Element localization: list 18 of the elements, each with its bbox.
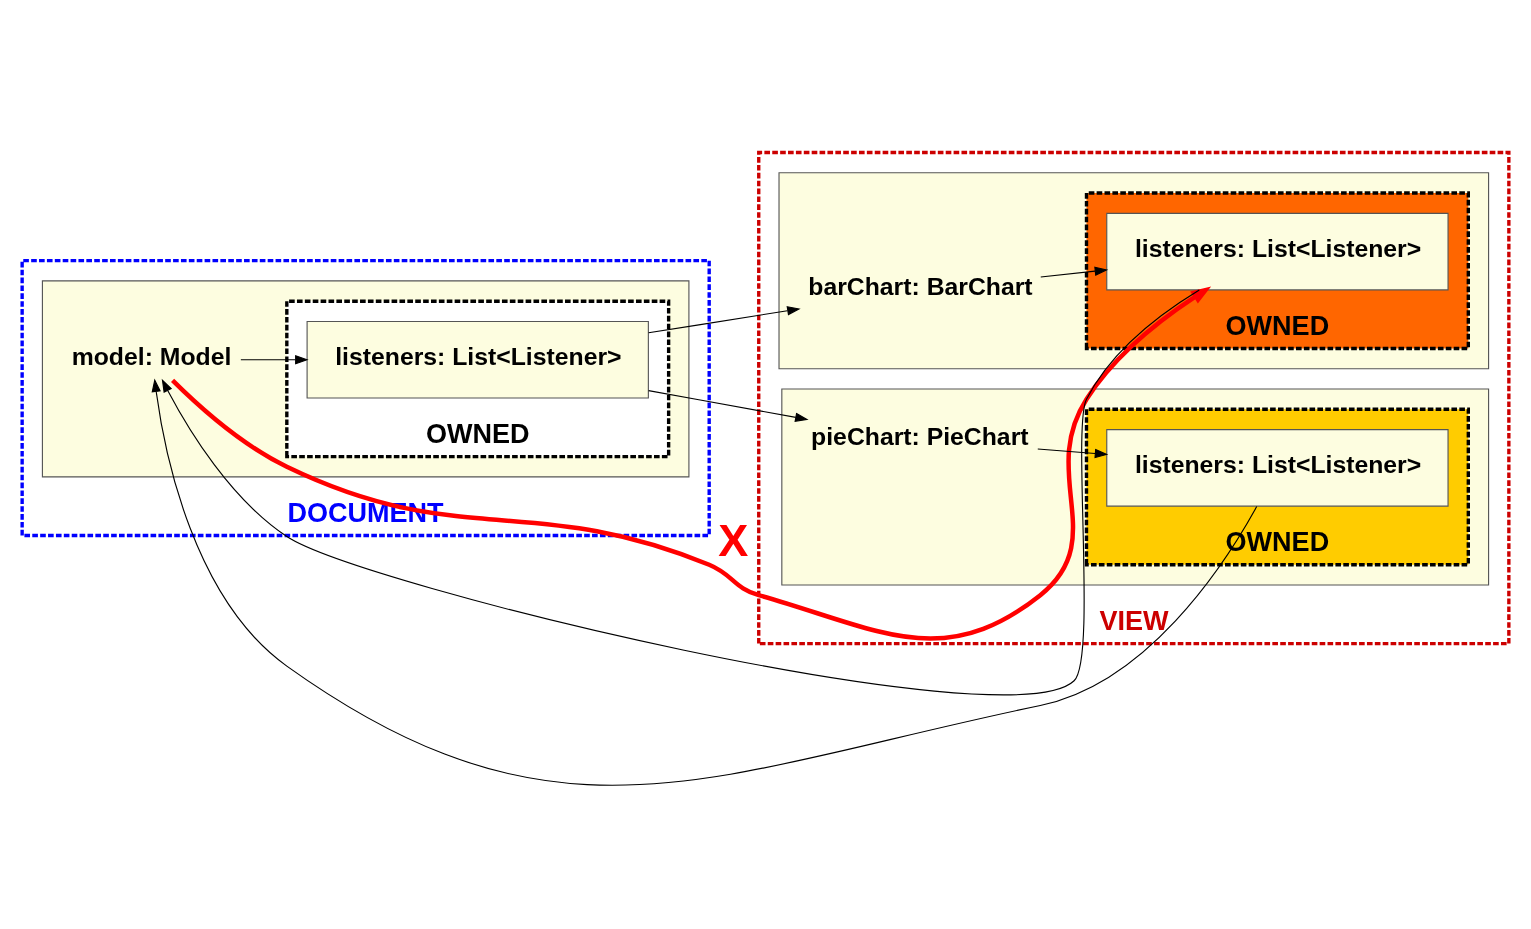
arrow	[240, 355, 309, 365]
arrow	[151, 378, 1258, 786]
node-text: pieChart: PieChart	[811, 422, 1029, 450]
node-text: model: Model	[71, 342, 232, 370]
cluster	[781, 388, 1490, 586]
arrow	[161, 289, 1200, 696]
cluster	[778, 172, 1490, 370]
arrow	[648, 390, 809, 422]
node-text: barChart: BarChart	[808, 273, 1033, 301]
arrow	[648, 306, 801, 334]
cluster	[41, 280, 690, 478]
edge-label: X	[718, 514, 749, 566]
arrow	[171, 286, 1212, 641]
node-box: listeners: List<Listener>	[306, 320, 649, 399]
node-box: listeners: List<Listener>	[1106, 429, 1449, 507]
arrow	[1037, 448, 1109, 459]
arrow	[1040, 266, 1109, 278]
node-box: listeners: List<Listener>	[1106, 212, 1449, 291]
